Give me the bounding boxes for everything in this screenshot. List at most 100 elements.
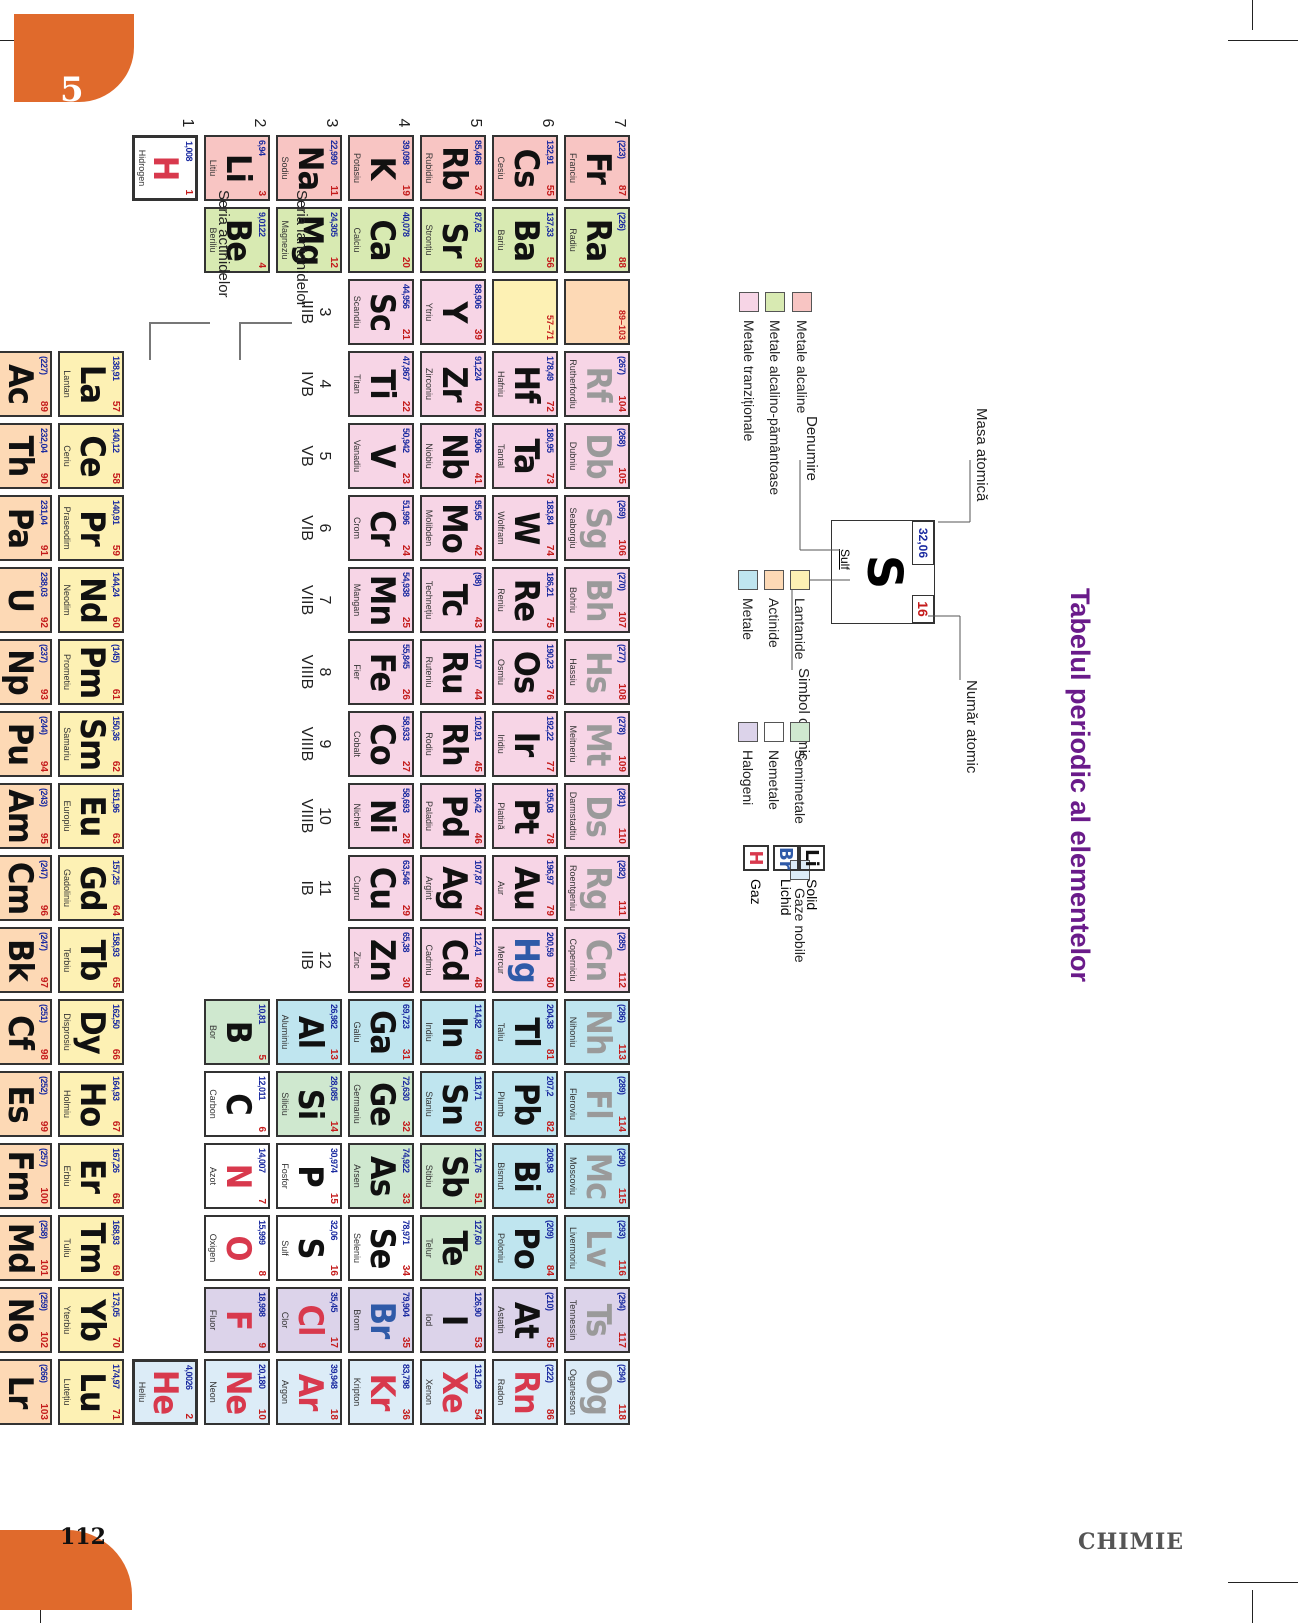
- element-symbol: Sn: [434, 1083, 474, 1125]
- element-name: Technețiu: [424, 580, 434, 620]
- atomic-mass: (244): [39, 716, 49, 735]
- atomic-number: 77: [544, 760, 555, 772]
- legend-item-lan: Lantanide: [790, 570, 810, 660]
- element-name: Zinc: [352, 951, 362, 969]
- element-name: Germaniu: [352, 1084, 362, 1124]
- element-name: Prometiu: [62, 653, 72, 690]
- atomic-mass: 24,305: [329, 212, 339, 237]
- element-symbol: Ts: [578, 1303, 618, 1337]
- atomic-number: 1: [183, 189, 194, 195]
- atomic-number: 59: [110, 544, 121, 556]
- element-symbol: Cs: [506, 148, 546, 188]
- element-symbol: Os: [506, 650, 546, 694]
- atomic-number: 4: [256, 262, 267, 268]
- element-symbol: Eu: [72, 795, 112, 837]
- element-name: Calciu: [352, 227, 362, 253]
- element-symbol: Yb: [72, 1298, 112, 1342]
- group-number: 4: [316, 379, 333, 389]
- legend-item-non: Nemetale: [764, 722, 784, 810]
- atomic-number: 72: [544, 400, 555, 412]
- atomic-mass: (227): [39, 356, 49, 375]
- element-symbol: Ca: [362, 219, 402, 261]
- group-roman: VB: [298, 445, 315, 467]
- legend-item-tm: Metale tranziționale: [739, 292, 759, 441]
- legend-label: Lantanide: [792, 598, 808, 660]
- element-symbol: F: [218, 1310, 258, 1330]
- element-symbol: S: [290, 1237, 330, 1259]
- atomic-mass: 95,95: [473, 500, 483, 521]
- element-name: Azot: [208, 1166, 218, 1185]
- atomic-mass: 151,96: [111, 788, 121, 813]
- element-name: Tantal: [496, 443, 506, 469]
- element-name: Yterbiu: [62, 1305, 72, 1335]
- atomic-mass: 231,04: [39, 500, 49, 525]
- crop-mark: [1252, 0, 1253, 30]
- element-symbol: Tl: [506, 1017, 546, 1047]
- element-symbol: Md: [0, 1222, 40, 1274]
- element-name: Reniu: [496, 588, 506, 612]
- period-label: 1: [179, 118, 196, 128]
- atomic-mass: 1,008: [184, 141, 194, 162]
- atomic-mass: (294): [617, 1292, 627, 1311]
- element-name: Titan: [352, 374, 362, 394]
- element-name: Livermoriu: [568, 1226, 578, 1269]
- legend-item-semi: Semimetale: [790, 722, 810, 824]
- element-name: Sulf: [280, 1240, 290, 1256]
- legend-label: Actinide: [766, 598, 782, 648]
- series-placeholder: 89–103: [564, 279, 630, 345]
- element-name: Brom: [352, 1309, 362, 1331]
- element-name: Vanadiu: [352, 439, 362, 473]
- atomic-mass: 39,098: [401, 140, 411, 165]
- element-symbol: Pd: [434, 794, 474, 838]
- period-label: 6: [539, 118, 556, 128]
- atomic-mass: 186,21: [545, 572, 555, 597]
- atomic-mass: 79,904: [401, 1292, 411, 1317]
- element-symbol: Am: [0, 789, 40, 843]
- atomic-mass: (281): [617, 788, 627, 807]
- atomic-mass: (243): [39, 788, 49, 807]
- group-number: 12: [316, 951, 333, 969]
- legend-swatch: [764, 722, 784, 742]
- atomic-mass: 50,942: [401, 428, 411, 453]
- atomic-mass: 55,845: [401, 644, 411, 669]
- element-symbol: Co: [362, 723, 402, 765]
- element-symbol: Kr: [362, 1373, 402, 1411]
- state-label: Gaz: [748, 879, 764, 905]
- atomic-number: 35: [400, 1336, 411, 1348]
- group-roman: IVB: [298, 371, 315, 397]
- element-name: Rodiu: [424, 732, 434, 756]
- atomic-mass: (293): [617, 1220, 627, 1239]
- crop-mark: [1228, 40, 1298, 41]
- legend-swatch: [764, 570, 784, 590]
- legend-swatch: [790, 570, 810, 590]
- state-symbol: Br: [773, 845, 799, 871]
- element-symbol: Hf: [506, 365, 546, 403]
- atomic-mass: 85,468: [473, 140, 483, 165]
- element-name: Argint: [424, 876, 434, 900]
- group-number: 11: [316, 879, 333, 897]
- element-name: Nihoniu: [568, 1016, 578, 1048]
- atomic-mass: 207,2: [545, 1076, 555, 1097]
- element-cell: (258)101MdMendeleviu: [0, 1215, 52, 1281]
- atomic-number: 85: [544, 1336, 555, 1348]
